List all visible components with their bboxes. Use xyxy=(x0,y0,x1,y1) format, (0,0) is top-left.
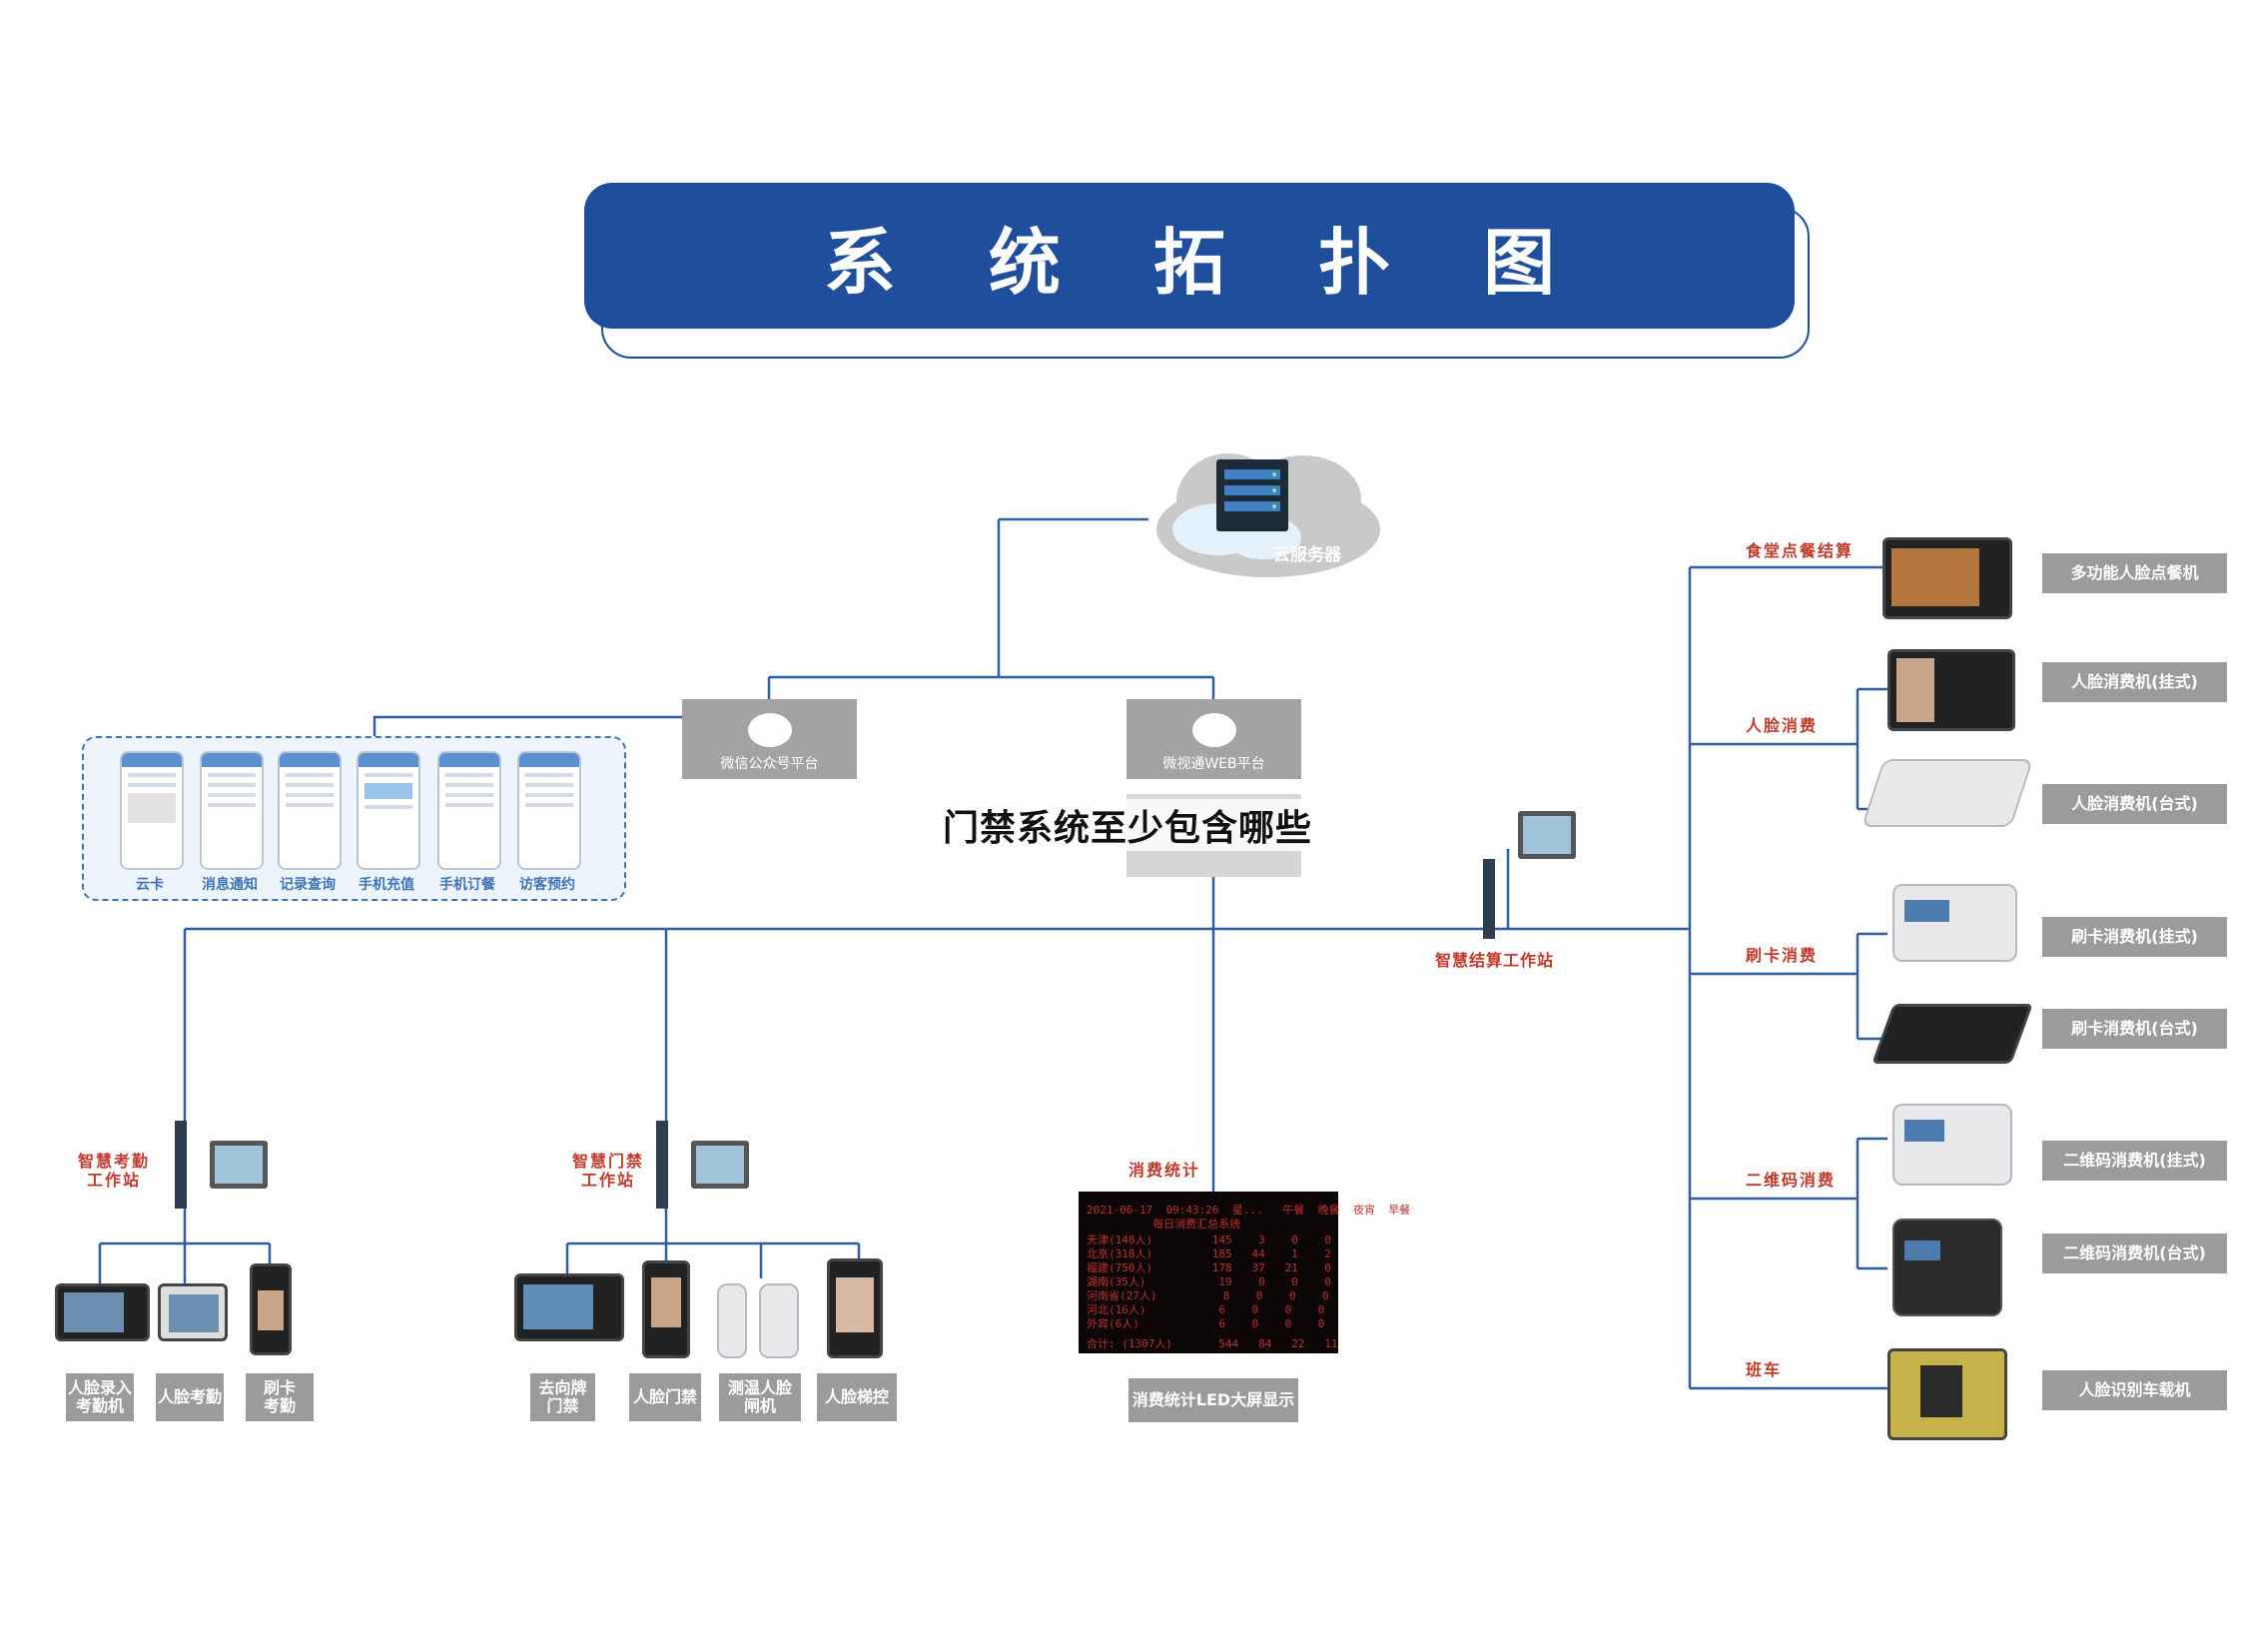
feature-label-message: 消息通知 xyxy=(202,877,258,893)
cloud-server-icon xyxy=(1156,453,1380,577)
feature-label-order: 手机订餐 xyxy=(439,877,495,893)
device-label-shuttle: 人脸识别车载机 xyxy=(2042,1370,2227,1410)
phone-screen-recharge xyxy=(357,751,420,870)
category-label-shuttle: 班车 xyxy=(1746,1360,1783,1379)
phone-screen-records xyxy=(278,751,342,870)
face-enroll-device xyxy=(55,1283,150,1341)
led-row: 湖南(35人) 19 0 0 0 xyxy=(1087,1275,1331,1288)
qr-pay-desk-device xyxy=(1892,1219,2002,1316)
category-label-card-pay: 刷卡消费 xyxy=(1746,946,1819,965)
web-platform-icon xyxy=(1191,713,1236,747)
category-label-canteen: 食堂点餐结算 xyxy=(1746,541,1855,560)
attendance-device-label-1: 人脸录入 考勤机 xyxy=(66,1373,134,1421)
led-row: 2021-06-17 09:43:26 星... 午餐 晚餐 夜宵 早餐 xyxy=(1087,1204,1411,1217)
phone-screen-cloud-card xyxy=(120,751,184,870)
face-attendance-device xyxy=(158,1283,228,1341)
access-device-label-2: 人脸门禁 xyxy=(629,1373,701,1421)
access-monitor-icon xyxy=(691,1141,749,1189)
attendance-station-label: 智慧考勤 工作站 xyxy=(78,1152,151,1190)
device-label-face-desk: 人脸消费机(台式) xyxy=(2042,784,2227,824)
device-label-ordering: 多功能人脸点餐机 xyxy=(2042,553,2227,593)
access-device-label-3: 测温人脸 闸机 xyxy=(719,1373,801,1421)
led-row: 天津(148人) 145 3 0 0 xyxy=(1087,1234,1331,1246)
page-title: 系 统 拓 扑 图 xyxy=(823,220,1590,305)
access-server-tower xyxy=(656,1121,668,1209)
device-label-card-wall: 刷卡消费机(挂式) xyxy=(2042,917,2227,957)
card-pay-desk-device xyxy=(1871,1004,2033,1064)
led-row: 北京(318人) 185 44 1 2 xyxy=(1087,1247,1331,1260)
led-row: 河南省(27人) 8 0 0 0 xyxy=(1087,1289,1329,1302)
door-sign-device xyxy=(514,1273,624,1341)
web-platform-box: 微视通WEB平台 xyxy=(1126,699,1301,779)
attendance-device-label-3: 刷卡 考勤 xyxy=(246,1373,314,1421)
card-attendance-device xyxy=(250,1263,292,1355)
device-label-face-wall: 人脸消费机(挂式) xyxy=(2042,662,2227,702)
wechat-platform-box: 微信公众号平台 xyxy=(682,699,857,779)
title-banner: 系 统 拓 扑 图 xyxy=(584,183,1795,329)
wechat-platform-label: 微信公众号平台 xyxy=(720,756,819,772)
led-row: 合计: (1307人) 544 84 22 11 xyxy=(1087,1337,1338,1350)
phone-screen-order xyxy=(437,751,501,870)
attendance-server-tower xyxy=(175,1121,187,1209)
access-station-label: 智慧门禁 工作站 xyxy=(572,1152,645,1190)
feature-label-visitor: 访客预约 xyxy=(519,877,575,893)
access-device-label-1: 去向牌 门禁 xyxy=(530,1373,595,1421)
phone-screen-message xyxy=(200,751,264,870)
cloud-server-label: 云服务器 xyxy=(1273,545,1341,565)
wechat-icon xyxy=(747,713,792,747)
face-pay-wall-device xyxy=(1887,649,2015,731)
settlement-station-label: 智慧结算工作站 xyxy=(1435,951,1555,970)
device-label-card-desk: 刷卡消费机(台式) xyxy=(2042,1009,2227,1049)
web-platform-label: 微视通WEB平台 xyxy=(1162,756,1265,772)
shuttle-face-device xyxy=(1887,1348,2007,1440)
led-row: 福建(750人) 178 37 21 0 xyxy=(1087,1261,1331,1274)
card-pay-wall-device xyxy=(1892,884,2017,962)
device-label-qr-wall: 二维码消费机(挂式) xyxy=(2042,1141,2227,1181)
feature-label-records: 记录查询 xyxy=(280,877,336,893)
led-row: 河北(16人) 6 0 0 0 xyxy=(1087,1303,1325,1316)
feature-label-recharge: 手机充值 xyxy=(359,877,414,893)
gate-left-panel xyxy=(717,1283,747,1358)
attendance-device-label-2: 人脸考勤 xyxy=(156,1373,224,1421)
settlement-server-tower xyxy=(1483,859,1495,939)
attendance-monitor-icon xyxy=(210,1141,268,1189)
led-row: 每日消费汇总系统 xyxy=(1087,1218,1241,1231)
access-device-label-4: 人脸梯控 xyxy=(817,1373,897,1421)
face-elevator-device xyxy=(827,1258,883,1358)
face-access-device xyxy=(642,1260,690,1358)
led-display-label: 消费统计LED大屏显示 xyxy=(1128,1378,1298,1422)
gate-right-panel xyxy=(759,1283,799,1358)
feature-label-cloud-card: 云卡 xyxy=(136,877,164,893)
consumption-stats-label: 消费统计 xyxy=(1128,1161,1201,1180)
category-label-qr-pay: 二维码消费 xyxy=(1746,1171,1837,1190)
settlement-monitor-icon xyxy=(1518,811,1576,859)
face-pay-desk-device xyxy=(1861,759,2034,827)
face-ordering-machine xyxy=(1882,537,2012,619)
device-label-qr-desk: 二维码消费机(台式) xyxy=(2042,1234,2227,1273)
category-label-face-pay: 人脸消费 xyxy=(1746,716,1819,735)
led-row: 外宾(6人) 6 0 0 0 xyxy=(1087,1317,1325,1330)
phone-screen-visitor xyxy=(517,751,581,870)
led-display-screen: 2021-06-17 09:43:26 星... 午餐 晚餐 夜宵 早餐 每日消… xyxy=(1079,1192,1410,1353)
overlay-caption: 门禁系统至少包含哪些 xyxy=(939,799,1317,851)
qr-pay-wall-device xyxy=(1892,1104,2012,1186)
